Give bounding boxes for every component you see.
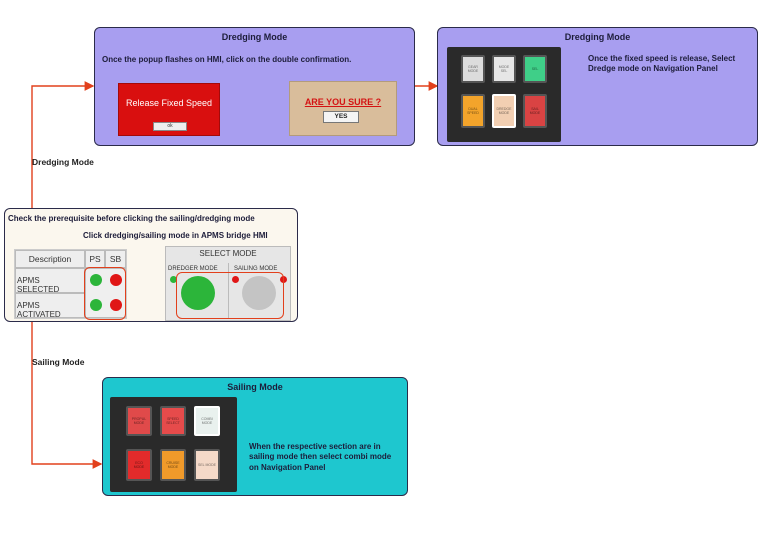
navigation-panel-photo: GEAR MODE MODE SEL SEL DUAL SPEED DREDGE… — [447, 47, 561, 142]
ps-selected-indicator — [90, 274, 102, 286]
dredging-mode-box: Dredging Mode Once the popup flashes on … — [94, 27, 415, 146]
dredging-mode-title: Dredging Mode — [221, 32, 288, 42]
dredger-mode-label: DREDGER MODE — [168, 266, 218, 272]
sb-activated-indicator — [110, 299, 122, 311]
dredging-nav-note: Once the fixed speed is release, Select … — [588, 54, 736, 74]
arrow-to-sailing-mode — [31, 322, 103, 469]
nav-key: CRUISE MODE — [160, 449, 186, 481]
header-sb: SB — [105, 250, 126, 268]
sailing-status-indicator — [232, 276, 239, 283]
dredger-mode-button[interactable] — [181, 276, 215, 310]
header-ps-text: PS — [89, 254, 101, 264]
sailing-mode-label: SAILING MODE — [234, 266, 278, 272]
sailing-navigation-panel-photo: PROPUL MODE SPEED SELECT COMBI MODE ECO … — [110, 397, 237, 492]
nav-key: SEL — [523, 55, 547, 83]
row-apms-selected: APMS SELECTED — [15, 268, 85, 294]
prerequisite-title: Check the prerequisite before clicking t… — [8, 214, 255, 223]
indicator-highlight — [84, 267, 126, 320]
nav-key-dredge-mode[interactable]: DREDGE MODE — [492, 94, 516, 128]
select-mode-panel: SELECT MODE DREDGER MODE SAILING MODE — [165, 246, 291, 321]
are-you-sure-text: ARE YOU SURE ? — [304, 97, 382, 107]
nav-key: SPEED SELECT — [160, 406, 186, 436]
header-description-text: Description — [28, 254, 72, 264]
nav-key: MODE SEL — [492, 55, 516, 83]
dredging-nav-title: Dredging Mode — [564, 32, 631, 42]
dredging-instruction: Once the popup flashes on HMI, click on … — [102, 55, 352, 64]
yes-button[interactable]: YES — [323, 111, 359, 123]
branch-label-dredging: Dredging Mode — [32, 157, 94, 167]
row-apms-selected-text: APMS SELECTED — [17, 276, 60, 294]
header-ps: PS — [85, 250, 105, 268]
nav-key: DUAL SPEED — [461, 94, 485, 128]
dredger-status-indicator — [170, 276, 177, 283]
sailing-note: When the respective section are in saili… — [249, 442, 392, 472]
row-apms-activated-text: APMS ACTIVATED — [17, 301, 61, 319]
dredging-nav-box: Dredging Mode GEAR MODE MODE SEL SEL DUA… — [437, 27, 758, 146]
arrow-to-dredging-mode — [31, 81, 95, 210]
nav-key-combi-mode[interactable]: COMBI MODE — [194, 406, 220, 436]
nav-key: SAIL MODE — [523, 94, 547, 128]
ok-button[interactable]: ok — [153, 122, 187, 131]
nav-key: ECO MODE — [126, 449, 152, 481]
are-you-sure-popup: ARE YOU SURE ? YES — [289, 81, 397, 136]
release-fixed-speed-text: Release Fixed Speed — [125, 98, 213, 108]
row-apms-activated: APMS ACTIVATED — [15, 293, 85, 319]
select-mode-highlight — [176, 272, 284, 319]
nav-key: PROPUL MODE — [126, 406, 152, 436]
ps-activated-indicator — [90, 299, 102, 311]
sailing-mode-button[interactable] — [242, 276, 276, 310]
branch-label-sailing: Sailing Mode — [32, 357, 85, 367]
apms-status-table: Description PS SB APMS SELECTED APMS ACT… — [14, 249, 127, 320]
sb-selected-indicator — [110, 274, 122, 286]
nav-key: GEAR MODE — [461, 55, 485, 83]
nav-key: SEL MODE — [194, 449, 220, 481]
select-mode-title: SELECT MODE — [199, 249, 257, 258]
header-description: Description — [15, 250, 85, 268]
select-mode-divider — [228, 263, 229, 319]
prerequisite-box: Check the prerequisite before clicking t… — [4, 208, 298, 322]
header-sb-text: SB — [109, 254, 122, 264]
prerequisite-subtitle: Click dredging/sailing mode in APMS brid… — [83, 231, 268, 240]
release-fixed-speed-popup: Release Fixed Speed ok — [118, 83, 220, 136]
sailing-mode-box: Sailing Mode PROPUL MODE SPEED SELECT CO… — [102, 377, 408, 496]
sailing-mode-title: Sailing Mode — [227, 382, 283, 392]
